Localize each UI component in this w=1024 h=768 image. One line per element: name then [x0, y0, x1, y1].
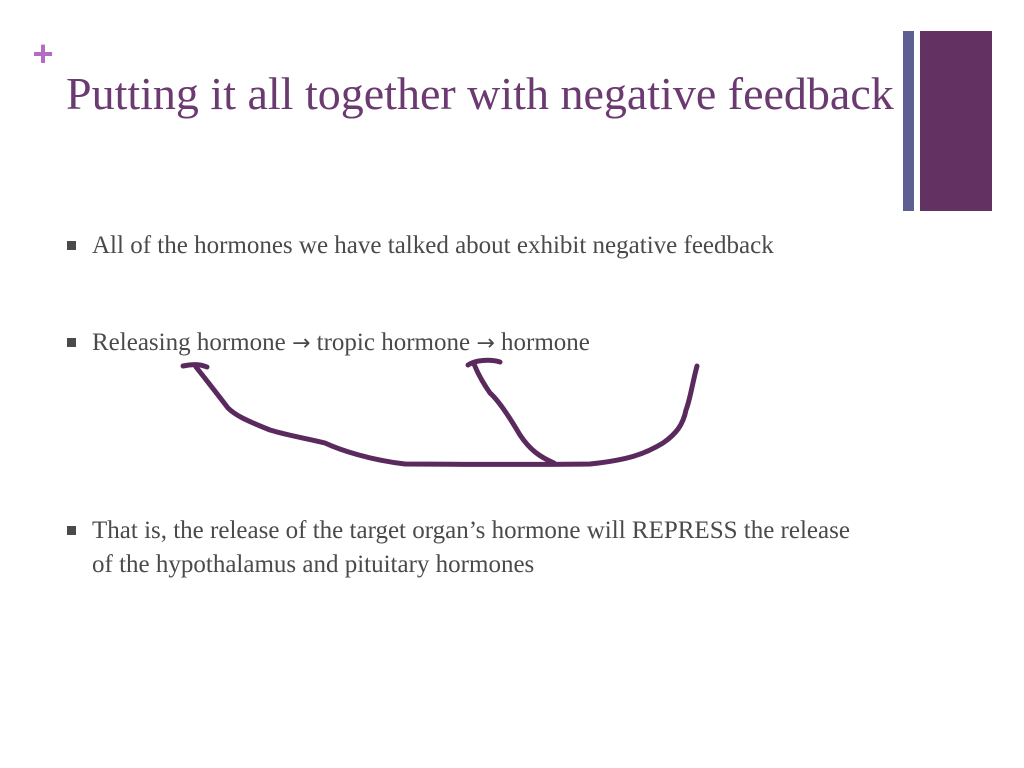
tropic-hormone-label: tropic hormone [316, 329, 471, 356]
bullet-item-1: All of the hormones we have talked about… [67, 229, 867, 263]
feedback-curve-middle [471, 361, 557, 466]
bullet-text-1: All of the hormones we have talked about… [92, 232, 774, 259]
feedback-arrowhead-left [180, 362, 210, 370]
square-bullet-icon [67, 526, 76, 535]
accent-bar-thin [903, 31, 914, 211]
bullet-text-2: Releasing hormone → tropic hormone → hor… [92, 326, 590, 361]
bullet-text-3: That is, the release of the target organ… [92, 517, 850, 578]
feedback-curve-main [193, 363, 700, 467]
accent-bar-wide [920, 31, 992, 211]
bullet-item-3: That is, the release of the target organ… [67, 514, 867, 582]
arrow-right-icon: → [291, 331, 311, 356]
square-bullet-icon [67, 241, 76, 250]
square-bullet-icon [67, 338, 76, 347]
slide-title: Putting it all together with negative fe… [66, 68, 894, 119]
feedback-arrowhead-middle [465, 357, 503, 368]
bullet-item-2: Releasing hormone → tropic hormone → hor… [67, 326, 867, 361]
plus-icon: + [32, 33, 54, 74]
releasing-hormone-label: Releasing hormone [92, 329, 286, 356]
arrow-right-icon: → [476, 331, 495, 356]
hormone-label: hormone [501, 329, 590, 356]
